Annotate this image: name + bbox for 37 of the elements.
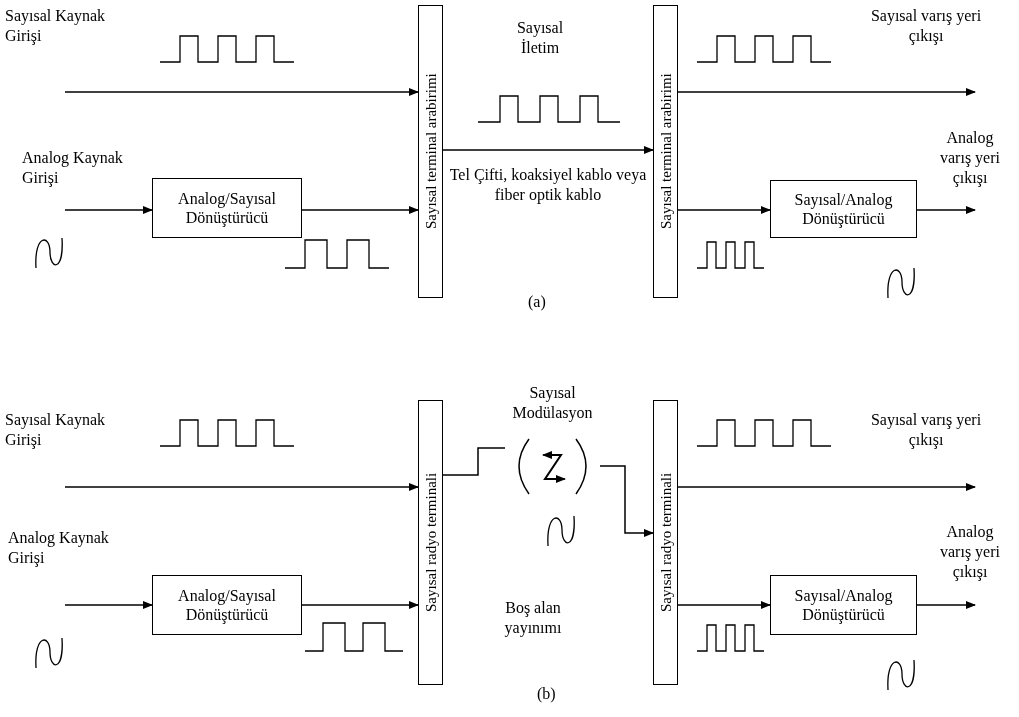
- arrow: [64, 601, 153, 609]
- text-label: Sayısal varış yeri çıkışı: [869, 410, 983, 450]
- converter-box: Analog/Sayısal Dönüştürücü: [152, 178, 302, 238]
- text-label: Sayısal Kaynak Girişi: [5, 6, 106, 46]
- terminal-box: Sayısal radyo terminali: [418, 400, 443, 685]
- text-label: (a): [528, 292, 547, 312]
- arrow: [301, 601, 419, 609]
- text-label: Analog Kaynak Girişi: [22, 148, 124, 188]
- text-label: Boş alan yayınımı: [503, 598, 563, 638]
- text-label: Analog varış yeri çıkışı: [939, 128, 1001, 188]
- converter-box: Sayısal/Analog Dönüştürücü: [770, 575, 917, 635]
- arrow: [677, 206, 771, 214]
- text-label: Sayısal Kaynak Girişi: [5, 410, 106, 450]
- text-label: Sayısal varış yeri çıkışı: [869, 6, 983, 46]
- arrow: [442, 146, 654, 154]
- connector-line: [442, 447, 506, 476]
- arrow: [677, 601, 771, 609]
- arrow: [64, 88, 419, 96]
- arrow: [599, 465, 654, 537]
- edge-label: Tel Çifti, koaksiyel kablo veya fiber optik kablo: [448, 165, 648, 205]
- text-label: Analog Kaynak Girişi: [8, 528, 110, 568]
- arrow: [64, 483, 419, 491]
- text-label: Analog varış yeri çıkışı: [939, 522, 1001, 582]
- text-label: (b): [537, 684, 557, 704]
- arrow: [916, 206, 976, 214]
- terminal-box: Sayısal terminal arabirimi: [418, 5, 443, 298]
- terminal-box: Sayısal radyo terminali: [653, 400, 678, 685]
- symbol-caption: Sayısal Modülasyon: [511, 383, 594, 423]
- arrow: [677, 483, 976, 491]
- arrow: [677, 88, 976, 96]
- arrow: [301, 206, 419, 214]
- arrow: [64, 206, 153, 214]
- terminal-box: Sayısal terminal arabirimi: [653, 5, 678, 298]
- text-label: Sayısal İletim: [515, 18, 565, 58]
- converter-box: Sayısal/Analog Dönüştürücü: [770, 180, 917, 238]
- converter-box: Analog/Sayısal Dönüştürücü: [152, 575, 302, 635]
- arrow: [916, 601, 976, 609]
